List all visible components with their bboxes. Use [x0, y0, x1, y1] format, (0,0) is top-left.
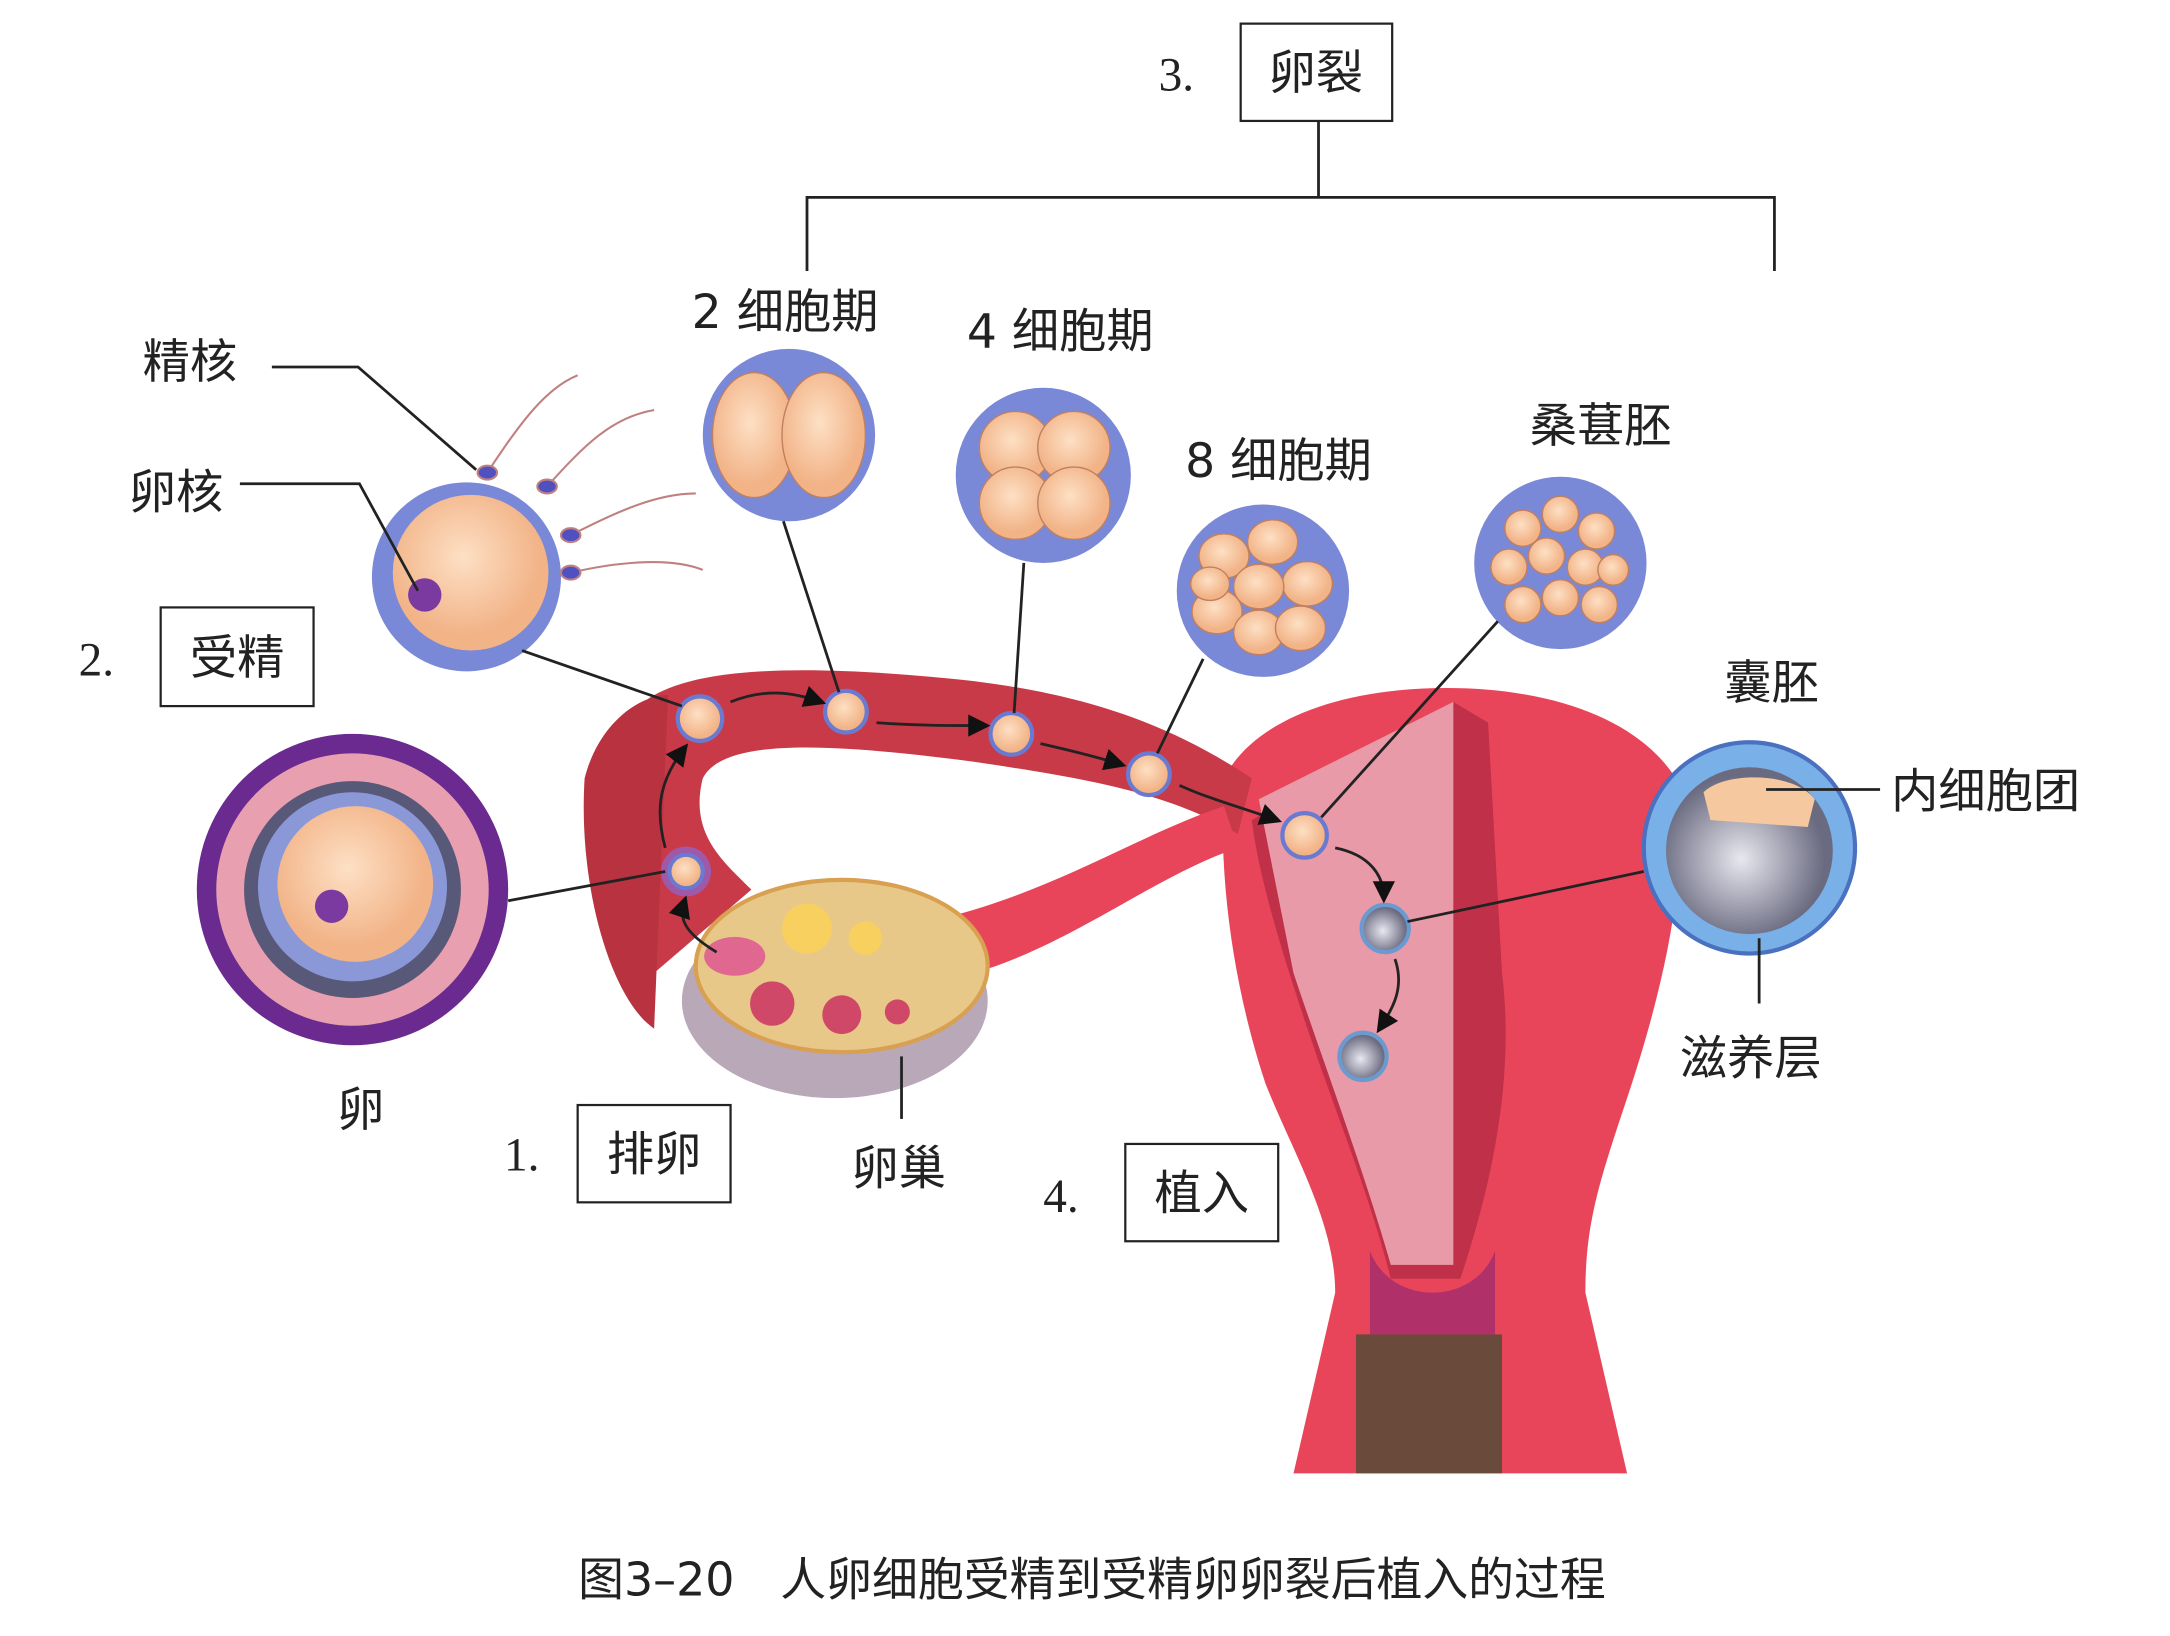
step1-number: 1. — [504, 1129, 539, 1181]
leader-lines — [239, 120, 1881, 1119]
eight-cell-label: 8 细胞期 — [1185, 434, 1372, 489]
step3-number: 3. — [1159, 49, 1194, 101]
ovary-label: 卵巢 — [851, 1141, 946, 1196]
morula-illustration — [1474, 476, 1647, 650]
step2-number: 2. — [79, 635, 114, 687]
egg-nucleus-label: 卵核 — [129, 466, 224, 521]
sperm-nucleus-label: 精核 — [143, 335, 238, 390]
step2-box — [159, 606, 315, 708]
blastocyst-illustration — [1641, 740, 1858, 956]
morula-label: 桑葚胚 — [1530, 399, 1672, 454]
eight-cell-illustration — [1176, 504, 1350, 677]
step4-label: 植入 — [1155, 1166, 1250, 1221]
four-cell-illustration — [955, 387, 1131, 563]
trophoblast-label: 滋养层 — [1680, 1031, 1822, 1086]
blastocyst-label: 囊胚 — [1724, 656, 1819, 711]
fallopian-tube — [583, 670, 1252, 1029]
step1-label: 排卵 — [607, 1127, 702, 1182]
step4-box — [1124, 1142, 1280, 1243]
two-cell-label: 2 细胞期 — [692, 285, 879, 340]
inner-cell-mass-label: 内细胞团 — [1891, 765, 2080, 820]
four-cell-label: 4 细胞期 — [967, 304, 1154, 359]
figure-caption: 图3–20 人卵细胞受精到受精卵卵裂后植入的过程 — [578, 1553, 1606, 1607]
uterus — [1222, 688, 1681, 1474]
step2-label: 受精 — [190, 631, 285, 686]
step3-box — [1239, 22, 1394, 123]
ovary — [681, 877, 990, 1099]
step4-number: 4. — [1043, 1171, 1078, 1223]
cell-path — [658, 685, 1411, 1083]
two-cell-illustration — [702, 348, 876, 522]
egg-label: 卵 — [337, 1083, 384, 1138]
step3-label: 卵裂 — [1268, 46, 1363, 101]
fertilized-egg-illustration — [371, 374, 704, 672]
egg-illustration — [196, 733, 509, 1046]
step1-box — [576, 1103, 732, 1204]
